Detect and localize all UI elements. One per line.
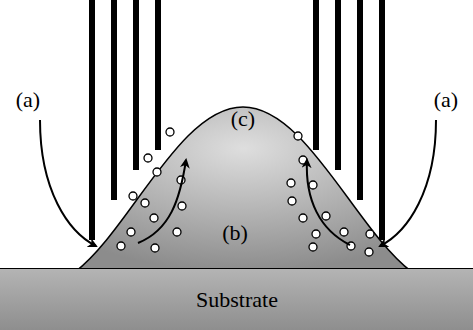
region-label: (a) — [16, 89, 40, 111]
diffusion-arrow — [307, 160, 350, 245]
region-label: (c) — [231, 108, 255, 130]
adatom — [294, 132, 302, 140]
adatom — [129, 192, 137, 200]
substrate-block: Substrate — [0, 268, 473, 330]
region-label: (b) — [222, 222, 248, 244]
adatom — [151, 244, 159, 252]
adatom — [322, 212, 330, 220]
adatom — [365, 248, 373, 256]
adatom — [287, 179, 295, 187]
adatom — [340, 228, 348, 236]
adatom — [144, 154, 152, 162]
region-label: (a) — [434, 89, 458, 111]
adatom — [153, 168, 161, 176]
adatom — [366, 230, 374, 238]
adatom — [141, 199, 149, 207]
adatom — [166, 128, 174, 136]
adatom — [117, 242, 125, 250]
droplet-dome: (c) (b) — [75, 100, 412, 272]
substrate-label: Substrate — [196, 289, 278, 311]
adatom — [309, 243, 317, 251]
adatom — [299, 214, 307, 222]
adatom — [127, 228, 135, 236]
adatom — [288, 197, 296, 205]
dome-outline — [75, 107, 412, 272]
adatom — [173, 228, 181, 236]
diffusion-arrow — [138, 160, 186, 243]
flux-arrow — [380, 120, 436, 246]
flux-arrow — [40, 120, 96, 246]
adatom — [178, 202, 186, 210]
adatom — [150, 214, 158, 222]
adatom — [309, 181, 317, 189]
adatom — [312, 230, 320, 238]
adatom — [299, 156, 307, 164]
